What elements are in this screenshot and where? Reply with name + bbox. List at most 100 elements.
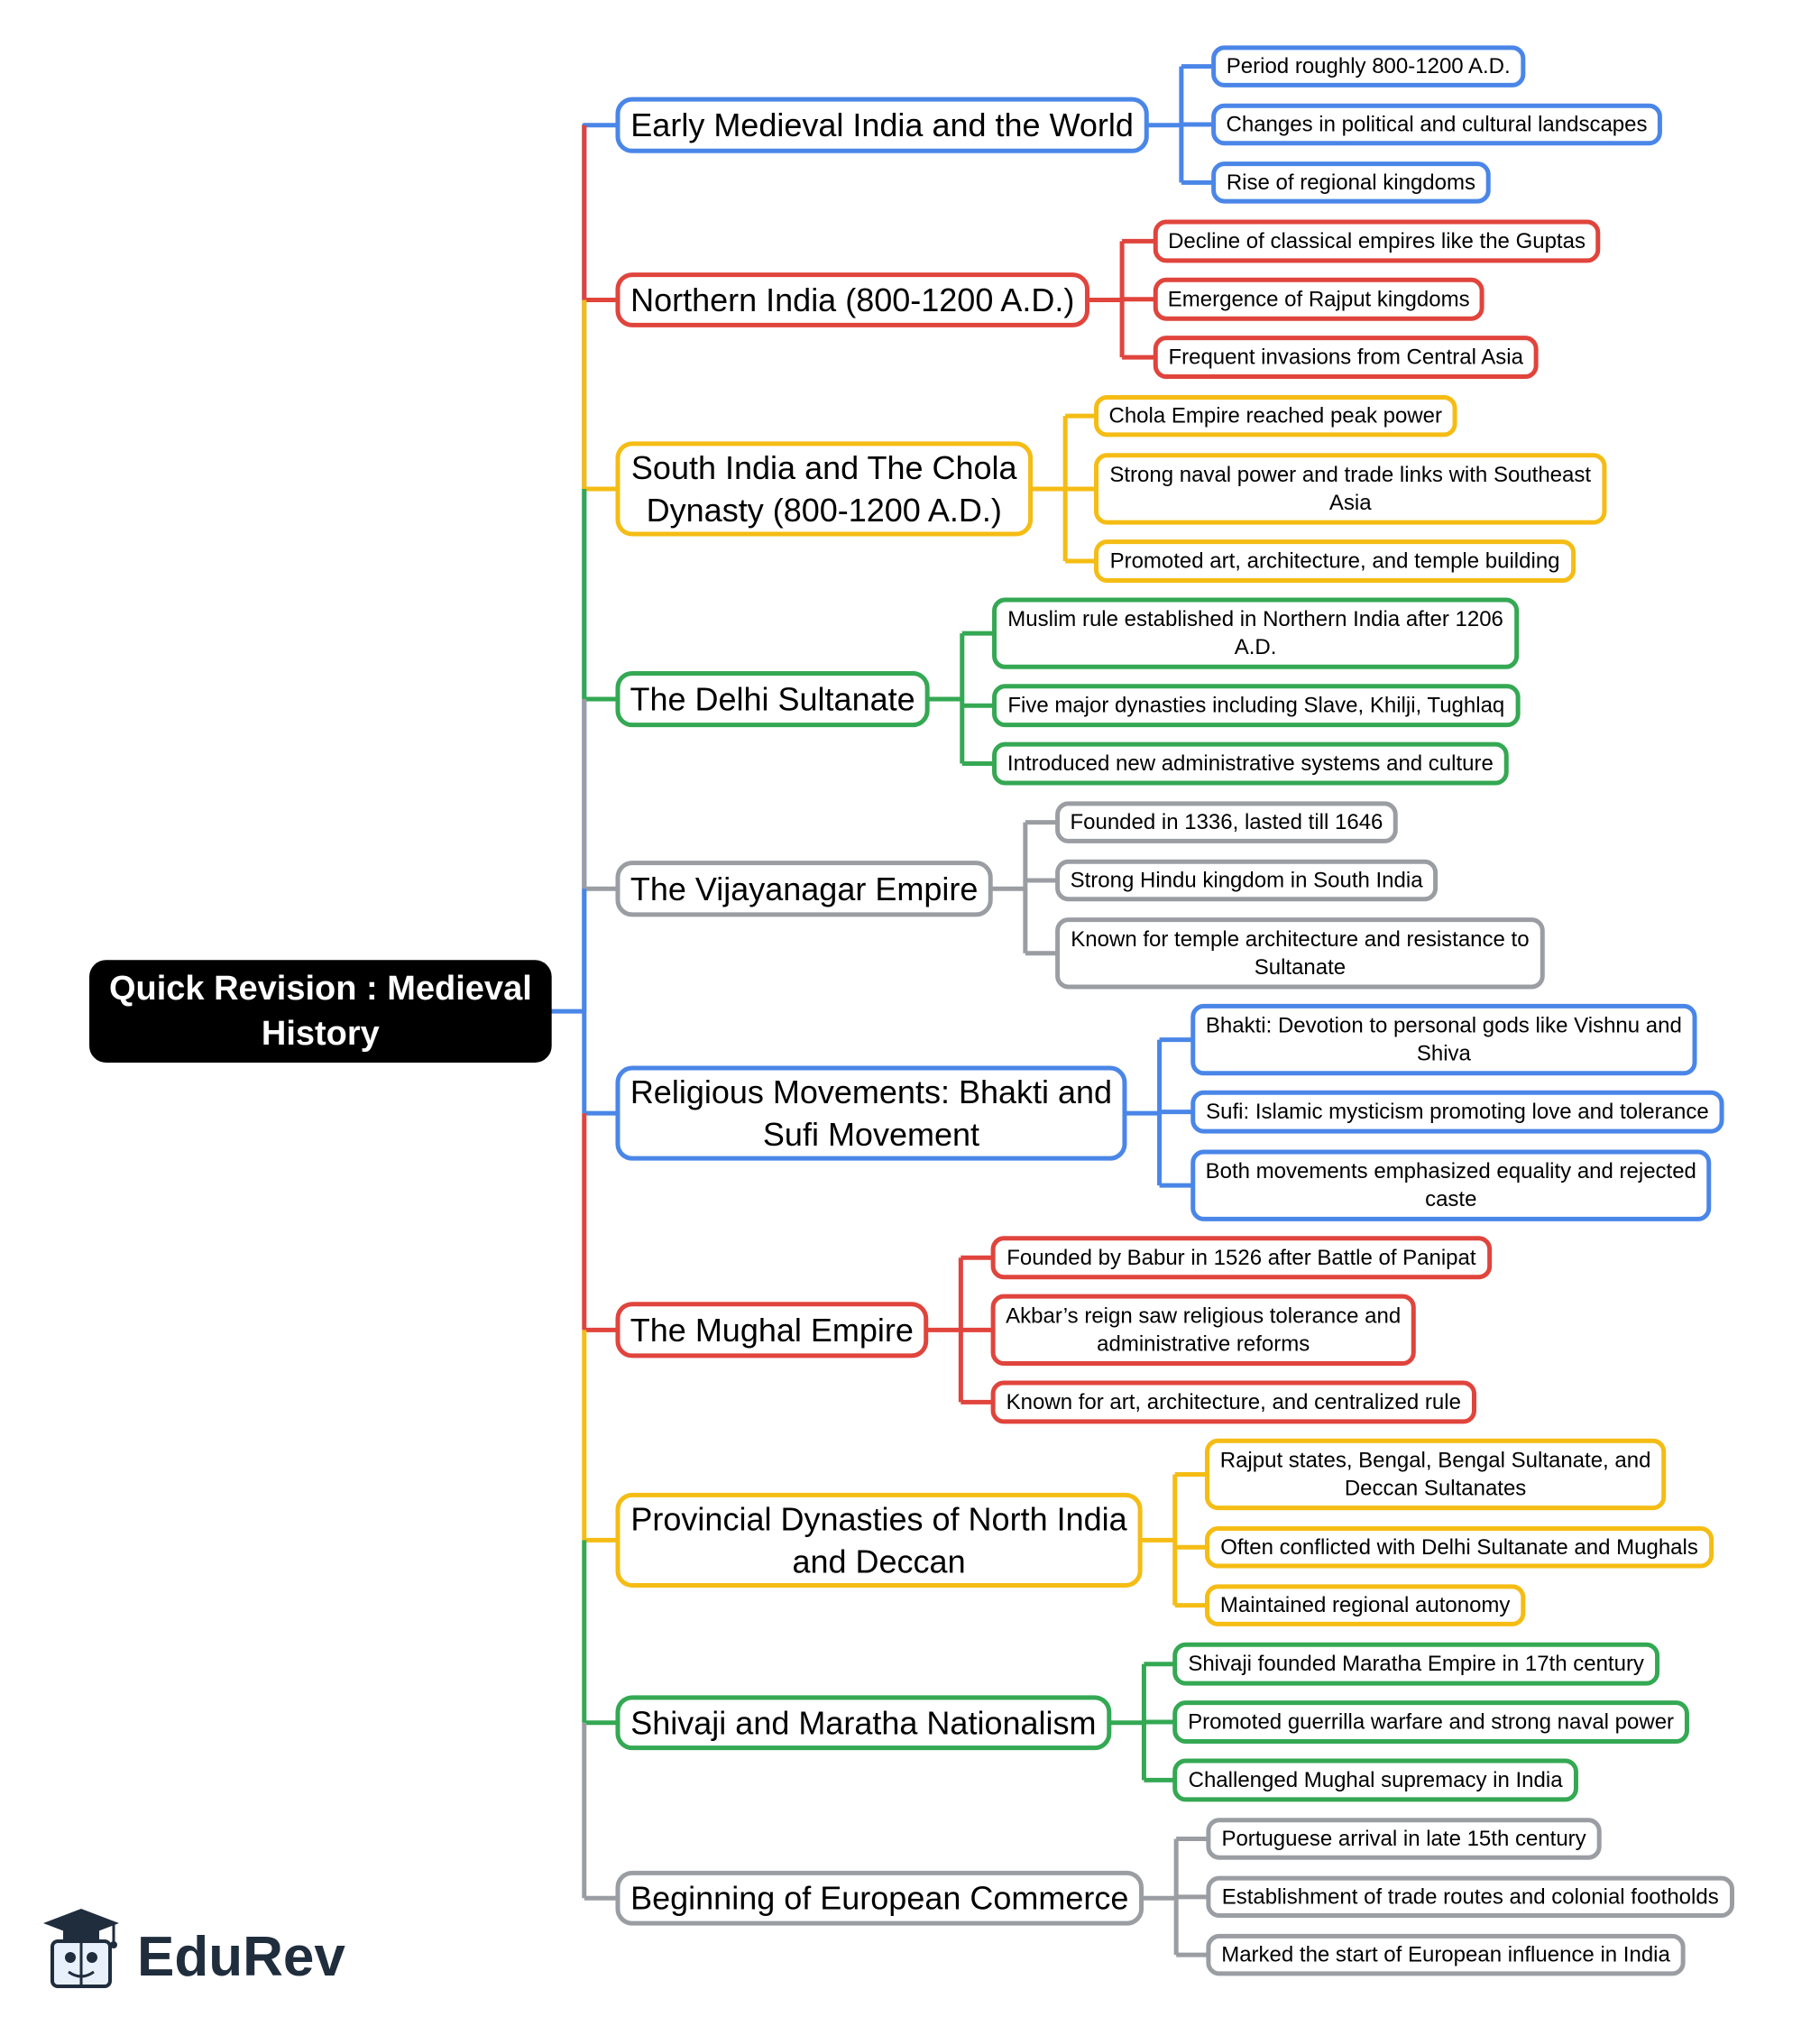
topic-node: The Delhi Sultanate bbox=[615, 670, 930, 728]
leaf-node-text: Frequent invasions from Central Asia bbox=[1168, 345, 1523, 370]
leaf-node-box bbox=[1153, 277, 1484, 321]
leaf-node-text: Portuguese arrival in late 15th century bbox=[1221, 1827, 1586, 1851]
leaf-node-text: Emergence of Rajput kingdoms bbox=[1168, 287, 1470, 311]
leaf-node-text: administrative reforms bbox=[1097, 1331, 1310, 1356]
leaf-node-box bbox=[1211, 161, 1491, 204]
leaf-node-box bbox=[1190, 1090, 1724, 1134]
topic-node-text: Sufi Movement bbox=[763, 1116, 979, 1153]
leaf-node-box bbox=[990, 1236, 1493, 1280]
topic-node-box bbox=[615, 272, 1089, 327]
leaf-node: Strong Hindu kingdom in South India bbox=[1055, 859, 1439, 902]
leaf-node-text: Asia bbox=[1329, 491, 1372, 515]
leaf-node-text: Shivaji founded Maratha Empire in 17th c… bbox=[1188, 1652, 1644, 1676]
leaf-node-text: Period roughly 800-1200 A.D. bbox=[1227, 54, 1511, 78]
leaf-node-text: Maintained regional autonomy bbox=[1220, 1593, 1511, 1617]
leaf-node: Rise of regional kingdoms bbox=[1211, 161, 1491, 204]
topic-node-text: The Delhi Sultanate bbox=[630, 681, 915, 718]
leaf-node-text: Introduced new administrative systems an… bbox=[1007, 751, 1494, 776]
leaf-node: Founded by Babur in 1526 after Battle of… bbox=[990, 1236, 1493, 1280]
leaf-node: Establishment of trade routes and coloni… bbox=[1206, 1875, 1734, 1919]
leaf-node: Rajput states, Bengal, Bengal Sultanate,… bbox=[1204, 1438, 1667, 1511]
leaf-node-box bbox=[1206, 1933, 1686, 1976]
leaf-node: Founded in 1336, lasted till 1646 bbox=[1055, 801, 1398, 843]
brand-logo: EduRev bbox=[36, 1903, 361, 1994]
graduation-cap-mascot-icon bbox=[43, 1909, 119, 1988]
topic-connector bbox=[582, 123, 618, 1012]
leaf-node-text: Founded by Babur in 1526 after Battle of… bbox=[1007, 1246, 1476, 1270]
leaf-node-box bbox=[990, 1294, 1416, 1367]
topic-node-text: Beginning of European Commerce bbox=[630, 1880, 1128, 1917]
leaf-node-box bbox=[1190, 1003, 1697, 1076]
leaf-node-text: Sultanate bbox=[1255, 955, 1346, 980]
leaf-node: Both movements emphasized equality and r… bbox=[1190, 1149, 1712, 1221]
leaf-node-box bbox=[1206, 1875, 1734, 1919]
leaf-node-box bbox=[1211, 45, 1526, 87]
topic-node-text: Shivaji and Maratha Nationalism bbox=[630, 1704, 1096, 1741]
leaf-node-box bbox=[1094, 394, 1457, 437]
leaf-node-text: Akbar’s reign saw religious tolerance an… bbox=[1006, 1303, 1401, 1328]
leaf-node-text: Known for art, architecture, and central… bbox=[1007, 1390, 1461, 1414]
topic-node: Shivaji and Maratha Nationalism bbox=[615, 1695, 1112, 1751]
leaf-node-text: Strong Hindu kingdom in South India bbox=[1071, 868, 1424, 892]
topic-node-box bbox=[615, 1695, 1112, 1751]
leaf-node: Akbar’s reign saw religious tolerance an… bbox=[990, 1294, 1416, 1367]
leaf-node-box bbox=[1153, 219, 1601, 263]
topic-node-text: South India and The Chola bbox=[631, 449, 1018, 486]
leaf-node: Promoted guerrilla warfare and strong na… bbox=[1172, 1700, 1689, 1744]
leaf-node-text: Five major dynasties including Slave, Kh… bbox=[1007, 694, 1504, 718]
leaf-node-box bbox=[1204, 1584, 1526, 1626]
topic-node-box bbox=[615, 97, 1149, 153]
topic-node-box bbox=[615, 861, 993, 917]
leaf-node-text: Known for temple architecture and resist… bbox=[1071, 927, 1529, 952]
topic-node-box bbox=[615, 1065, 1127, 1161]
leaf-node-box bbox=[1172, 1642, 1660, 1686]
leaf-node: Introduced new administrative systems an… bbox=[992, 741, 1509, 786]
topic-node: Early Medieval India and the World bbox=[615, 97, 1149, 153]
leaf-node: Sufi: Islamic mysticism promoting love a… bbox=[1190, 1090, 1724, 1134]
leaf-node-text: Decline of classical empires like the Gu… bbox=[1168, 229, 1586, 253]
leaf-node-box bbox=[992, 684, 1521, 728]
leaf-node: Bhakti: Devotion to personal gods like V… bbox=[1190, 1003, 1697, 1076]
root-node-text: Quick Revision : Medieval bbox=[109, 970, 532, 1008]
leaf-node: Decline of classical empires like the Gu… bbox=[1153, 219, 1601, 263]
leaf-node-text: Challenged Mughal supremacy in India bbox=[1189, 1768, 1564, 1792]
leaf-node-box bbox=[1094, 453, 1607, 525]
topic-node-box bbox=[615, 1302, 929, 1358]
connector-lines bbox=[549, 64, 1214, 1957]
leaf-node-box bbox=[992, 597, 1520, 669]
topic-node-box bbox=[615, 670, 930, 728]
root-node-box bbox=[89, 960, 552, 1063]
leaf-node-box bbox=[990, 1380, 1476, 1424]
topic-node: The Mughal Empire bbox=[615, 1302, 929, 1358]
leaf-node-text: Rise of regional kingdoms bbox=[1227, 170, 1475, 195]
topic-node: The Vijayanagar Empire bbox=[615, 861, 993, 917]
topic-node-text: Provincial Dynasties of North India bbox=[630, 1500, 1127, 1537]
leaf-node-text: Strong naval power and trade links with … bbox=[1109, 463, 1591, 487]
leaf-node-text: Deccan Sultanates bbox=[1345, 1476, 1526, 1500]
leaf-node: Period roughly 800-1200 A.D. bbox=[1211, 45, 1526, 87]
leaf-node-box bbox=[1190, 1149, 1712, 1221]
leaf-node-text: Rajput states, Bengal, Bengal Sultanate,… bbox=[1220, 1448, 1651, 1472]
leaf-node-text: Shiva bbox=[1417, 1042, 1472, 1066]
topic-node-text: Early Medieval India and the World bbox=[630, 106, 1134, 143]
leaf-node-text: Establishment of trade routes and coloni… bbox=[1222, 1884, 1719, 1909]
leaf-node: Known for art, architecture, and central… bbox=[990, 1380, 1476, 1424]
leaf-node: Challenged Mughal supremacy in India bbox=[1172, 1758, 1578, 1802]
leaf-node-box bbox=[1055, 801, 1398, 843]
leaf-node-box bbox=[1172, 1758, 1578, 1802]
leaf-node-box bbox=[1094, 539, 1576, 583]
leaf-node-box bbox=[1211, 103, 1662, 146]
leaf-node-box bbox=[1204, 1438, 1667, 1511]
leaf-node-text: A.D. bbox=[1235, 635, 1277, 659]
topic-node: Beginning of European Commerce bbox=[615, 1870, 1144, 1926]
leaf-node-text: Bhakti: Devotion to personal gods like V… bbox=[1206, 1014, 1682, 1038]
leaf-node: Promoted art, architecture, and temple b… bbox=[1094, 539, 1576, 583]
topic-node-text: Religious Movements: Bhakti and bbox=[630, 1073, 1112, 1110]
leaf-node-text: Changes in political and cultural landsc… bbox=[1227, 112, 1648, 136]
leaf-node-box bbox=[1206, 1818, 1602, 1860]
